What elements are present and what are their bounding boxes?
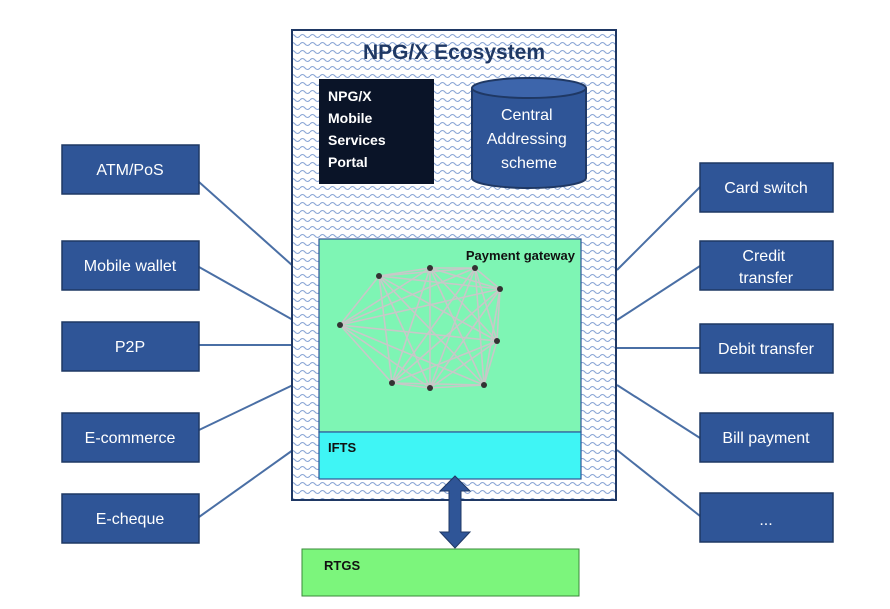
mobile-services-portal-box (319, 79, 434, 184)
mesh-link (339, 324, 431, 389)
mesh-node (337, 322, 343, 328)
left-channels: ATM/PoS Mobile wallet P2P E-commerce E-c… (61, 144, 200, 544)
rtgs-label: RTGS (324, 558, 360, 573)
channel-e-cheque: E-cheque (61, 493, 200, 544)
rtgs-box (301, 548, 580, 597)
svg-text:E-commerce: E-commerce (85, 430, 176, 447)
portal-label: NPG/X Mobile Services Portal (328, 88, 390, 170)
central-addressing-cylinder: Central Addressing scheme (471, 77, 587, 189)
mesh-link (378, 267, 476, 277)
mesh-link (339, 275, 380, 326)
channel-debit-transfer: Debit transfer (699, 323, 834, 374)
mesh-link (339, 324, 393, 384)
ifts-label: IFTS (328, 440, 356, 455)
svg-text:E-cheque: E-cheque (96, 511, 165, 528)
right-connector-lines (616, 186, 701, 517)
left-connector-lines (198, 181, 294, 518)
mesh-link (496, 288, 501, 342)
channel-mobile-wallet: Mobile wallet (61, 240, 200, 291)
svg-text:P2P: P2P (115, 339, 145, 356)
channel-p2p: P2P (61, 321, 200, 372)
connector-e-commerce (198, 384, 294, 431)
connector-atm-pos (198, 181, 294, 267)
mesh-link (429, 384, 485, 389)
connector-mobile-wallet (198, 266, 294, 321)
mesh-link (391, 267, 476, 384)
addressing-label: Central Addressing scheme (487, 107, 572, 172)
mesh-link (339, 267, 431, 326)
mesh-link (391, 267, 431, 384)
svg-text:Credit transfer: Credit transfer (739, 248, 794, 287)
mesh-link (391, 340, 498, 384)
right-channels: Card switch Credit transfer Debit transf… (699, 162, 834, 543)
svg-text:...: ... (759, 512, 772, 529)
channel-bill-payment: Bill payment (699, 412, 834, 463)
mesh-link (483, 340, 498, 386)
channel-atm-pos: ATM/PoS (61, 144, 200, 195)
connector-credit-transfer (616, 265, 701, 321)
mesh-link (339, 324, 485, 386)
ecosystem-title: NPG/X Ecosystem (363, 41, 545, 64)
connector-bill-payment (616, 384, 701, 439)
mesh-link (339, 324, 498, 342)
channel-more: ... (699, 492, 834, 543)
mesh-node (472, 265, 478, 271)
mesh-node (481, 382, 487, 388)
channel-credit-transfer: Credit transfer (699, 240, 834, 291)
svg-text:Mobile wallet: Mobile wallet (84, 258, 177, 275)
mesh-link (378, 275, 498, 342)
mesh-link (429, 267, 501, 290)
connector-card-switch (616, 186, 701, 271)
connector-e-cheque (198, 449, 294, 518)
channel-card-switch: Card switch (699, 162, 834, 213)
mesh-link (429, 267, 498, 342)
mesh-link (483, 288, 501, 386)
mesh-node (427, 265, 433, 271)
svg-text:Debit transfer: Debit transfer (718, 341, 815, 358)
mesh-link (429, 267, 476, 389)
mesh-link (339, 288, 501, 326)
connector-more (616, 449, 701, 517)
mesh-node (376, 273, 382, 279)
mesh-link (339, 267, 476, 326)
mesh-link (429, 340, 498, 389)
mesh-node (389, 380, 395, 386)
mesh-link (474, 267, 501, 290)
mesh-link (378, 275, 485, 386)
svg-text:ATM/PoS: ATM/PoS (96, 162, 163, 179)
mesh-link (391, 382, 485, 386)
svg-text:Card switch: Card switch (724, 180, 808, 197)
channel-e-commerce: E-commerce (61, 412, 200, 463)
mesh-link (474, 267, 485, 386)
mesh-node (427, 385, 433, 391)
mesh-node (494, 338, 500, 344)
double-arrow (438, 475, 472, 549)
network-mesh (337, 265, 503, 391)
ifts-box (318, 431, 582, 480)
mesh-node (497, 286, 503, 292)
payment-gateway-label: Payment gateway (466, 248, 576, 263)
svg-text:Bill payment: Bill payment (722, 430, 810, 447)
